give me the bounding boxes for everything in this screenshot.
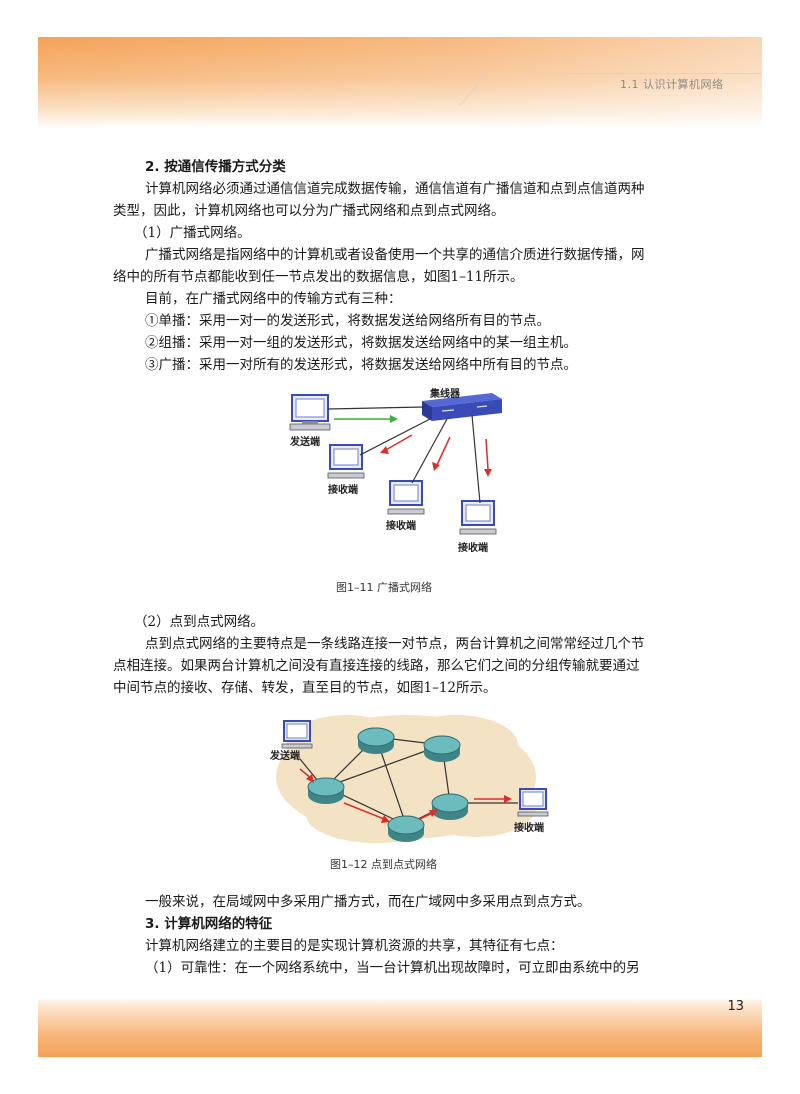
- point-to-point-network-figure: 发送端 接收端: [269, 715, 549, 843]
- section-heading: 2. 按通信传播方式分类: [145, 159, 286, 175]
- paragraph: 一般来说，在局域网中多采用广播方式，而在广域网中多采用点到点方式。: [145, 894, 591, 910]
- footer-band: [38, 997, 762, 1057]
- router-icon: [387, 815, 425, 842]
- receiver-computer-icon: [387, 480, 425, 515]
- receiver-label: 接收端: [386, 519, 416, 532]
- receiver-computer-icon: [327, 444, 365, 479]
- arrow-red: [419, 812, 433, 820]
- router-icon: [307, 777, 345, 804]
- subheading: （2）点到点式网络。: [134, 614, 265, 630]
- router-icon: [357, 727, 395, 754]
- sender-label: 发送端: [289, 435, 320, 448]
- sender-computer-icon: [289, 394, 331, 431]
- paragraph: 类型，因此，计算机网络也可以分为广播式网络和点到点式网络。: [113, 203, 505, 219]
- list-item: ③广播：采用一对所有的发送形式，将数据发送给网络中所有目的节点。: [145, 357, 577, 373]
- arrow-red: [383, 434, 413, 452]
- paragraph: 目前，在广播式网络中的传输方式有三种：: [145, 291, 402, 307]
- broadcast-network-figure: 发送端 集线器 接收端 接收端: [289, 387, 502, 554]
- receiver-computer-icon: [517, 788, 549, 817]
- paragraph: 广播式网络是指网络中的计算机或者设备使用一个共享的通信介质进行数据传播，网: [145, 247, 645, 263]
- receiver-computer-icon: [459, 500, 497, 535]
- paragraph: （1）可靠性：在一个网络系统中，当一台计算机出现故障时，可立即由系统中的另: [145, 960, 640, 976]
- arrow-red: [343, 802, 385, 820]
- paragraph: 计算机网络必须通过通信信道完成数据传输，通信信道有广播信道和点到点信道两种: [145, 181, 645, 197]
- router-icon: [423, 735, 461, 762]
- running-header: 1.1 认识计算机网络: [620, 78, 724, 91]
- sender-computer-icon: [281, 720, 313, 749]
- receiver-label: 接收端: [458, 541, 488, 554]
- paragraph: 络中的所有节点都能收到任一节点发出的数据信息，如图1–11所示。: [113, 269, 524, 285]
- list-item: ②组播：采用一对一组的发送形式，将数据发送给网络中的某一组主机。: [145, 335, 577, 351]
- paragraph: 中间节点的接收、存储、转发，直至目的节点，如图1–12所示。: [113, 680, 497, 696]
- section-heading: 3. 计算机网络的特征: [145, 916, 273, 932]
- paragraph: 计算机网络建立的主要目的是实现计算机资源的共享，其特征有七点：: [145, 938, 564, 954]
- subheading: （1）广播式网络。: [134, 225, 251, 241]
- router-icon: [431, 793, 469, 820]
- page-number: 13: [727, 999, 744, 1014]
- hub-icon: [422, 393, 502, 421]
- sender-label: 发送端: [269, 749, 300, 762]
- arrow-red: [485, 438, 489, 470]
- page: 1.1 认识计算机网络 2. 按通信传播方式分类 计算机网络必须通过通信信道完成…: [38, 37, 762, 1057]
- figure-caption: 图1–12 点到点式网络: [330, 858, 437, 871]
- arrow-red: [436, 436, 451, 466]
- hub-label: 集线器: [429, 387, 461, 400]
- list-item: ①单播：采用一对一的发送形式，将数据发送给网络所有目的节点。: [145, 313, 550, 329]
- header-band: [38, 37, 762, 129]
- receiver-label: 接收端: [514, 821, 544, 834]
- paragraph: 点相连接。如果两台计算机之间没有直接连接的线路，那么它们之间的分组传输就要通过: [113, 658, 640, 674]
- paragraph: 点到点式网络的主要特点是一条线路连接一对节点，两台计算机之间常常经过几个节: [145, 636, 645, 652]
- receiver-label: 接收端: [328, 483, 358, 496]
- header-frame: [459, 73, 762, 106]
- network-cloud: [276, 715, 536, 843]
- figure-caption: 图1–11 广播式网络: [336, 581, 432, 594]
